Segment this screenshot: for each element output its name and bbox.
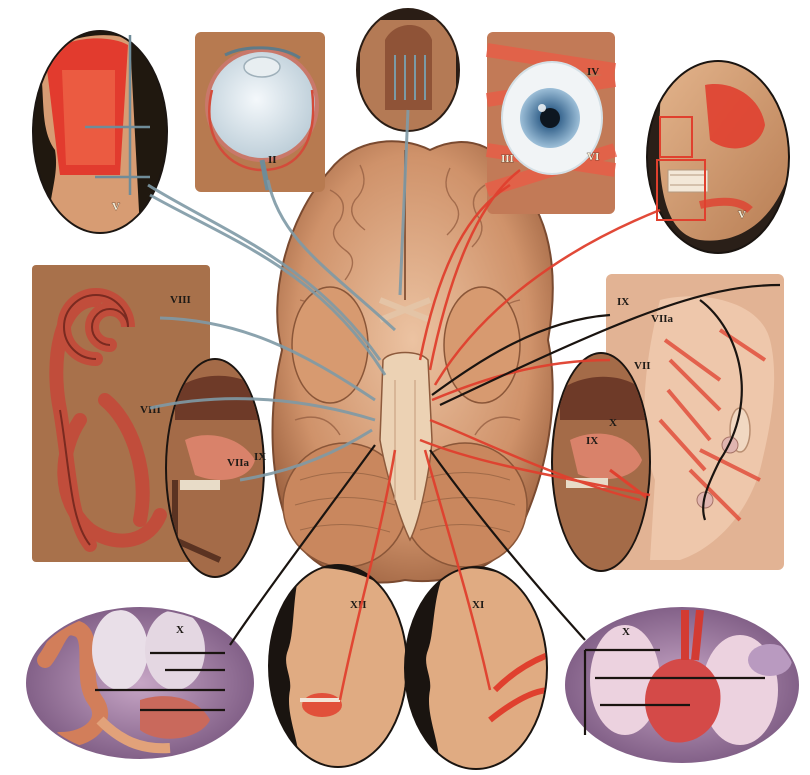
label-vi: VI [587,151,599,163]
neck-panel: XI [404,566,550,770]
label-v-jaw: V [738,209,746,221]
label-ix-mouth-right: IX [586,435,598,447]
face-sensory-panel: V [30,30,170,240]
label-ix-right: IX [617,296,629,308]
label-viia-left: VIIa [227,457,250,469]
tongue-panel: XII [268,564,408,770]
label-x-gut: X [176,624,184,636]
label-vii-right: VII [634,360,651,372]
label-x-mouth-right: X [609,417,617,429]
label-xii: XII [350,599,367,611]
label-iii: III [501,153,514,165]
label-ix-left: IX [254,451,266,463]
gut-panel: X [26,607,254,759]
label-x-heart: X [622,626,630,638]
jaw-motor-panel: V [640,55,800,265]
heart-lungs-panel: X [565,607,799,763]
label-viia-right: VIIa [651,313,674,325]
label-viii-upper: VIII [170,294,191,306]
label-xi: XI [472,599,484,611]
eyeball-optic-panel: II [195,32,325,192]
label-v-face: V [112,201,120,213]
label-iv: IV [587,66,599,78]
label-ii: II [268,154,277,166]
